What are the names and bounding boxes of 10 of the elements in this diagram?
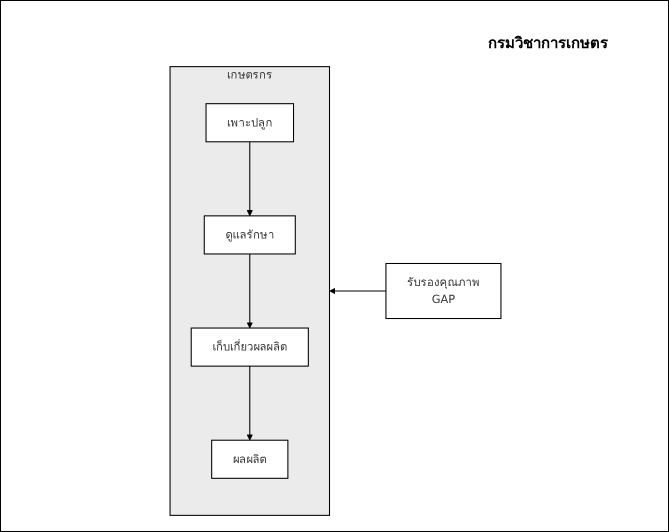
node-box: ดูแลรักษา — [204, 215, 296, 254]
arrow — [246, 366, 253, 440]
arrow — [246, 254, 253, 328]
arrow — [329, 288, 386, 294]
node-box: เก็บเกี่ยวผลผลิต — [190, 328, 309, 367]
node-box: ผลผลิต — [211, 440, 288, 479]
node-box: เพาะปลูก — [206, 103, 294, 142]
arrow — [246, 142, 253, 216]
node-box: รับรองคุณภาพ GAP — [385, 262, 502, 320]
column-heading: กรมวิชาการเกษตร — [488, 33, 608, 54]
